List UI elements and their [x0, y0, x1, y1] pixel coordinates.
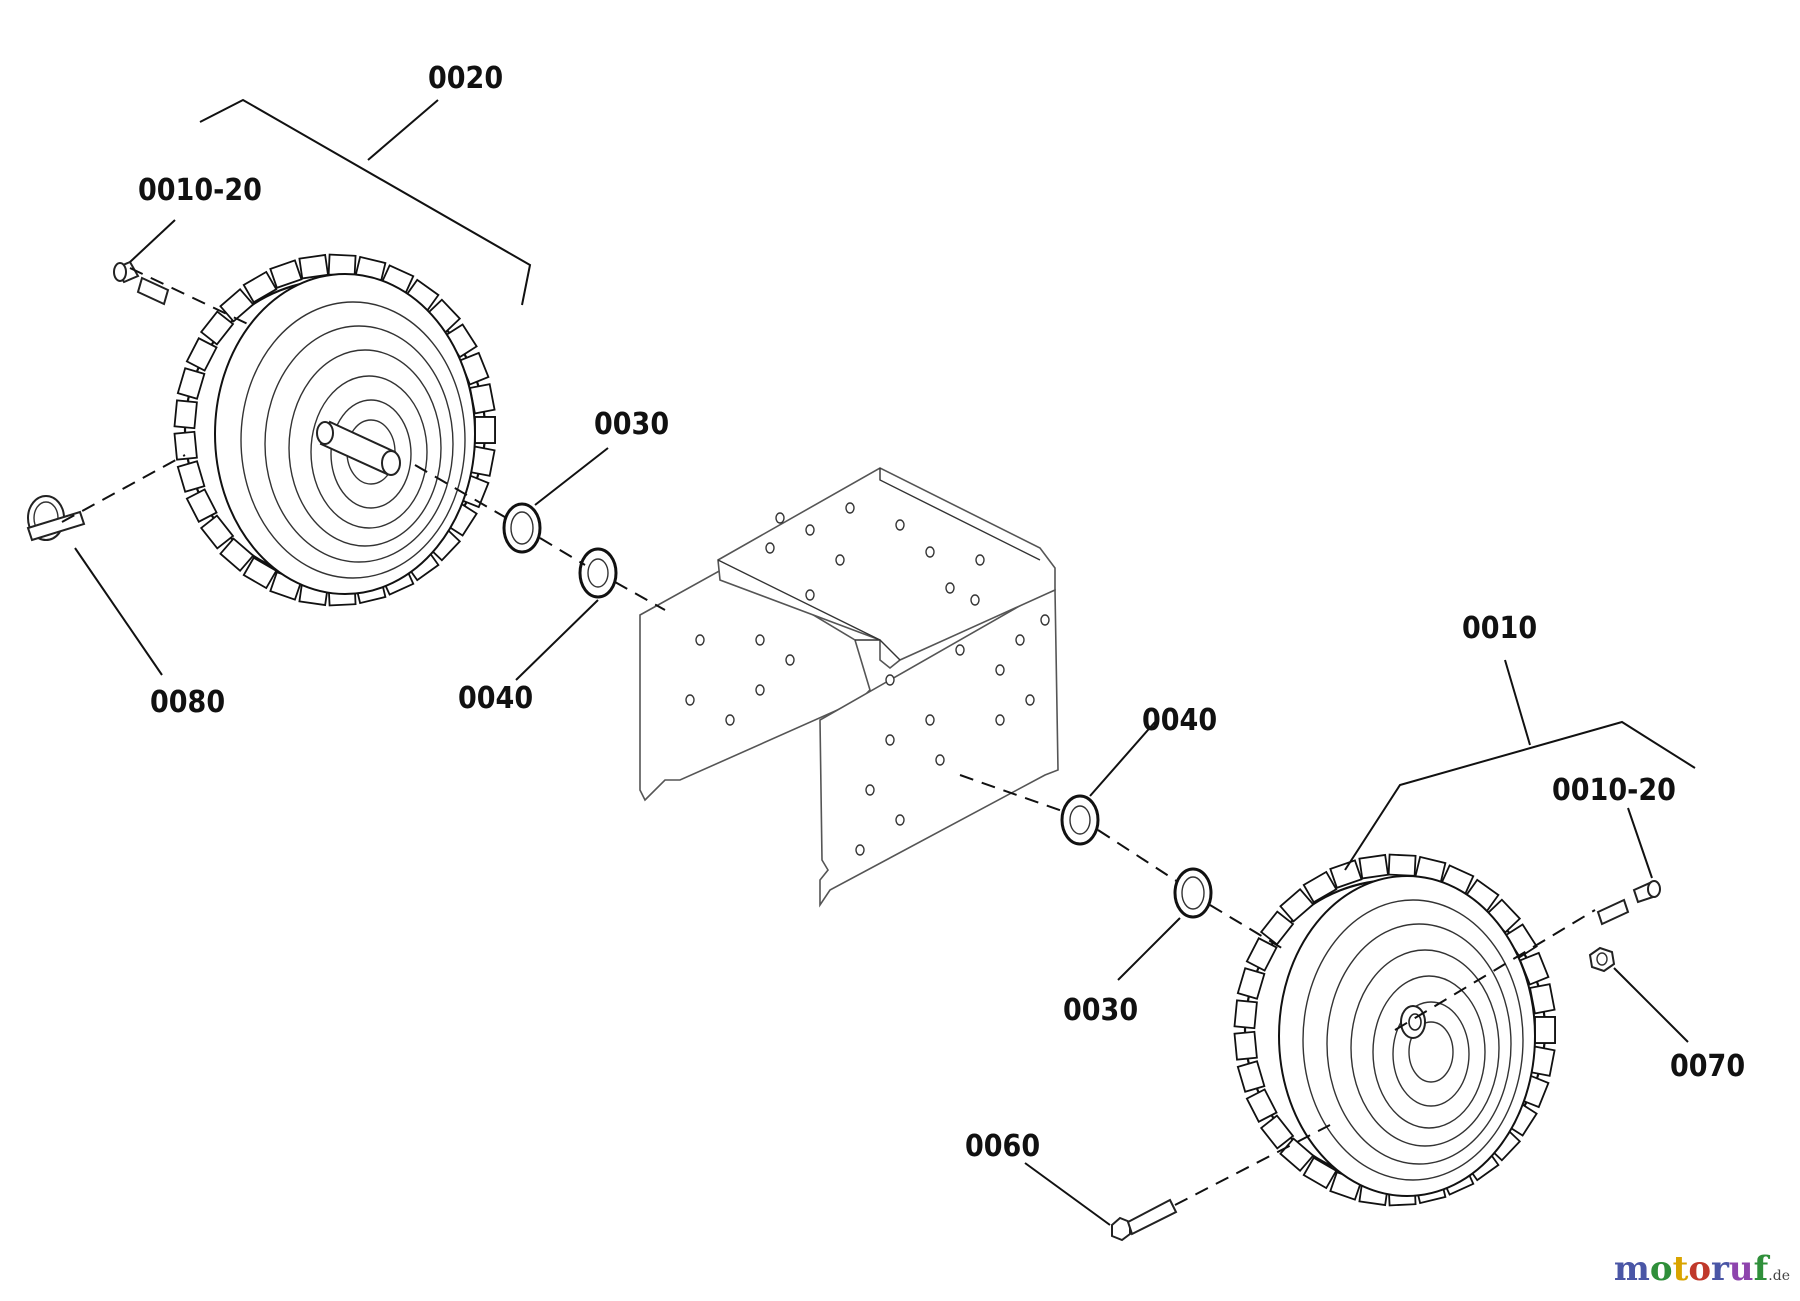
label-0040-bottom: 0040: [1142, 703, 1217, 738]
mounting-hole: [895, 519, 905, 531]
mounting-hole: [805, 524, 815, 536]
clevis-pin-clip: [26, 495, 86, 542]
tread-lug: [173, 430, 198, 461]
tread-lug: [1358, 853, 1390, 880]
lock-washer-bottom: [1173, 867, 1213, 919]
mounting-hole: [725, 714, 735, 726]
watermark-logo: motoruf.de: [1613, 1249, 1790, 1289]
label-0030-bottom: 0030: [1063, 993, 1138, 1028]
mounting-hole: [945, 582, 955, 594]
tread-lug: [1259, 1114, 1295, 1150]
tread-lug: [1329, 859, 1363, 889]
flat-washer-bottom: [1060, 794, 1100, 846]
cap-fastener-bottom: [1596, 880, 1661, 926]
label-0060: 0060: [965, 1129, 1040, 1164]
label-0030-top: 0030: [594, 407, 669, 442]
mounting-hole: [775, 512, 785, 524]
hex-nut: [1588, 946, 1616, 973]
tread-lug: [199, 310, 235, 346]
tread-lug: [1302, 870, 1338, 904]
mounting-hole: [935, 754, 945, 766]
tread-lug: [242, 556, 278, 590]
tread-lug: [327, 253, 357, 277]
mounting-hole: [895, 814, 905, 826]
tread-lug: [298, 253, 330, 280]
mounting-hole: [1040, 614, 1050, 626]
tread-lug: [1236, 967, 1266, 1000]
tread-lug: [185, 337, 218, 372]
mounting-hole: [1025, 694, 1035, 706]
tread-lug: [176, 367, 206, 400]
tread-lug: [1233, 1030, 1258, 1061]
mounting-hole: [970, 594, 980, 606]
tread-lug: [185, 488, 218, 523]
label-0010: 0010: [1462, 611, 1537, 646]
tread-lug: [474, 416, 496, 444]
mounting-hole: [755, 684, 765, 696]
mounting-hole: [805, 589, 815, 601]
mounting-hole: [845, 502, 855, 514]
mounting-hole: [755, 634, 765, 646]
label-0040-top: 0040: [458, 681, 533, 716]
tread-lug: [1279, 887, 1315, 923]
mounting-hole: [975, 554, 985, 566]
tread-lug: [199, 514, 235, 550]
mounting-hole: [835, 554, 845, 566]
label-0070: 0070: [1670, 1049, 1745, 1084]
mounting-hole: [855, 844, 865, 856]
mounting-hole: [695, 634, 705, 646]
leader-lines: [74, 98, 1696, 1226]
mounting-hole: [865, 784, 875, 796]
tread-lug: [1534, 1016, 1556, 1044]
tread-lug: [176, 460, 206, 493]
tread-lug: [173, 399, 198, 430]
tread-lug: [242, 270, 278, 304]
mounting-hole: [885, 674, 895, 686]
mounting-hole: [885, 734, 895, 746]
mounting-hole: [995, 664, 1005, 676]
mounting-hole: [955, 644, 965, 656]
label-0010-20-bottom: 0010-20: [1552, 773, 1676, 808]
tread-lug: [1236, 1060, 1266, 1093]
mounting-hole: [1015, 634, 1025, 646]
flat-washer-top: [578, 547, 618, 599]
tread-lug: [1245, 1088, 1278, 1123]
mounting-hole: [785, 654, 795, 666]
wheel-0020: [173, 253, 496, 607]
mounting-hole: [925, 714, 935, 726]
cap-fastener-top: [113, 260, 170, 306]
part-labels: 0020 0010-20 0080 0030 0040 0010 0040 00…: [138, 61, 1745, 1164]
tread-lug: [219, 537, 255, 573]
wheel-0010: [1233, 853, 1556, 1207]
label-0010-20-top: 0010-20: [138, 173, 262, 208]
mounting-hole: [995, 714, 1005, 726]
label-0020: 0020: [428, 61, 503, 96]
tread-lug: [1245, 937, 1278, 972]
tread-lug: [1387, 853, 1417, 877]
lock-washer-top: [502, 502, 542, 554]
mounting-hole: [685, 694, 695, 706]
mounting-hole: [765, 542, 775, 554]
tread-lug: [1302, 1156, 1338, 1190]
label-0080: 0080: [150, 685, 225, 720]
hex-bolt: [1111, 1198, 1178, 1242]
tread-lug: [1259, 910, 1295, 946]
tread-lug: [219, 287, 255, 323]
tread-lug: [269, 259, 303, 289]
assembly-lines: [61, 267, 1596, 1206]
mounting-hole: [925, 546, 935, 558]
frame-bracket: [639, 467, 1059, 908]
tread-lug: [1233, 999, 1258, 1030]
